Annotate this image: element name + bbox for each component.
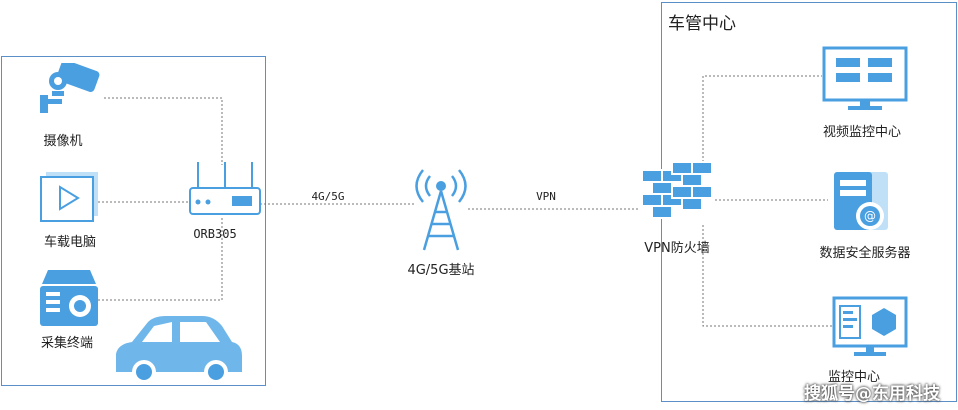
tower-icon	[415, 169, 467, 251]
server-label: 数据安全服务器	[819, 246, 911, 261]
monitor-link	[702, 225, 836, 327]
camera-link	[104, 97, 223, 165]
watermark: 搜狐号@东用科技	[804, 384, 940, 404]
camera-label: 摄像机	[43, 134, 83, 149]
video-center-label: 视频监控中心	[822, 125, 902, 140]
video-wall-icon	[822, 46, 908, 110]
monitor-center-icon	[832, 296, 908, 356]
cellular-link-label: 4G/5G	[311, 190, 345, 203]
terminal-label: 采集终端	[40, 336, 94, 351]
center-title: 车管中心	[668, 14, 736, 34]
terminal-icon	[40, 270, 98, 326]
monitor-center-label: 监控中心	[827, 370, 881, 385]
svg-text:@: @	[864, 209, 876, 223]
station-label: 4G/5G基站	[407, 263, 475, 278]
computer-label: 车载电脑	[43, 235, 97, 250]
server-icon: @	[834, 172, 888, 230]
firewall-label: VPN防火墙	[644, 241, 710, 256]
camera-icon	[40, 63, 100, 113]
router-icon	[189, 162, 261, 215]
vpn-link-label: VPN	[536, 190, 556, 203]
video-link	[702, 75, 822, 170]
vehicle-box	[1, 56, 266, 386]
car-icon	[116, 316, 242, 384]
terminal-link	[98, 218, 223, 301]
computer-icon	[40, 172, 98, 222]
router-label: ORB305	[193, 227, 237, 241]
firewall-icon	[641, 161, 713, 219]
